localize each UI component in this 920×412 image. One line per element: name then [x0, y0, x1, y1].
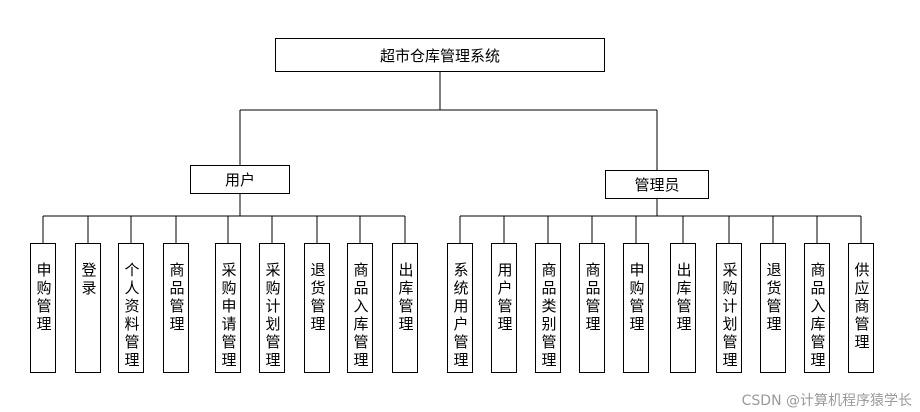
leaf-label: 出库管理 — [396, 262, 415, 334]
leaf-node: 采购计划管理 — [716, 243, 742, 373]
leaf-node: 采购申请管理 — [215, 243, 241, 373]
leaf-label: 出库管理 — [674, 262, 693, 334]
leaf-node: 退货管理 — [760, 243, 786, 373]
leaf-label: 供应商管理 — [852, 262, 871, 352]
leaf-node: 个人资料管理 — [118, 243, 144, 373]
leaf-node: 供应商管理 — [848, 243, 874, 373]
leaf-node: 商品管理 — [163, 243, 189, 373]
leaf-label: 退货管理 — [764, 262, 783, 334]
leaf-node: 退货管理 — [304, 243, 330, 373]
leaf-label: 采购申请管理 — [219, 262, 238, 370]
leaf-label: 商品管理 — [583, 262, 602, 334]
group-node-user: 用户 — [190, 165, 290, 194]
leaf-node: 商品管理 — [579, 243, 605, 373]
leaf-node: 商品类别管理 — [535, 243, 561, 373]
leaf-label: 退货管理 — [308, 262, 327, 334]
leaf-label: 用户管理 — [495, 262, 514, 334]
leaf-node: 商品入库管理 — [804, 243, 830, 373]
root-node: 超市仓库管理系统 — [275, 38, 605, 72]
leaf-node: 申购管理 — [30, 243, 56, 373]
leaf-label: 采购计划管理 — [720, 262, 739, 370]
leaf-label: 申购管理 — [34, 262, 53, 334]
leaf-label: 采购计划管理 — [263, 262, 282, 370]
group-label-user: 用户 — [224, 171, 255, 189]
leaf-label: 商品入库管理 — [351, 262, 370, 370]
leaf-label: 商品类别管理 — [539, 262, 558, 370]
leaf-node: 系统用户管理 — [447, 243, 473, 373]
leaf-node: 用户管理 — [491, 243, 517, 373]
leaf-label: 个人资料管理 — [122, 262, 141, 370]
group-label-admin: 管理员 — [634, 176, 680, 194]
root-label: 超市仓库管理系统 — [379, 46, 500, 65]
leaf-node: 商品入库管理 — [347, 243, 373, 373]
leaf-node: 出库管理 — [392, 243, 418, 373]
leaf-label: 商品管理 — [167, 262, 186, 334]
leaf-node: 登录 — [75, 243, 101, 373]
leaf-node: 出库管理 — [670, 243, 696, 373]
leaf-node: 采购计划管理 — [259, 243, 285, 373]
leaf-node: 申购管理 — [623, 243, 649, 373]
leaf-label: 系统用户管理 — [451, 262, 470, 370]
leaf-label: 商品入库管理 — [808, 262, 827, 370]
leaf-label: 申购管理 — [627, 262, 646, 334]
group-node-admin: 管理员 — [605, 170, 709, 199]
watermark: CSDN @计算机程序猿学长 — [741, 393, 912, 409]
leaf-label: 登录 — [79, 262, 98, 298]
